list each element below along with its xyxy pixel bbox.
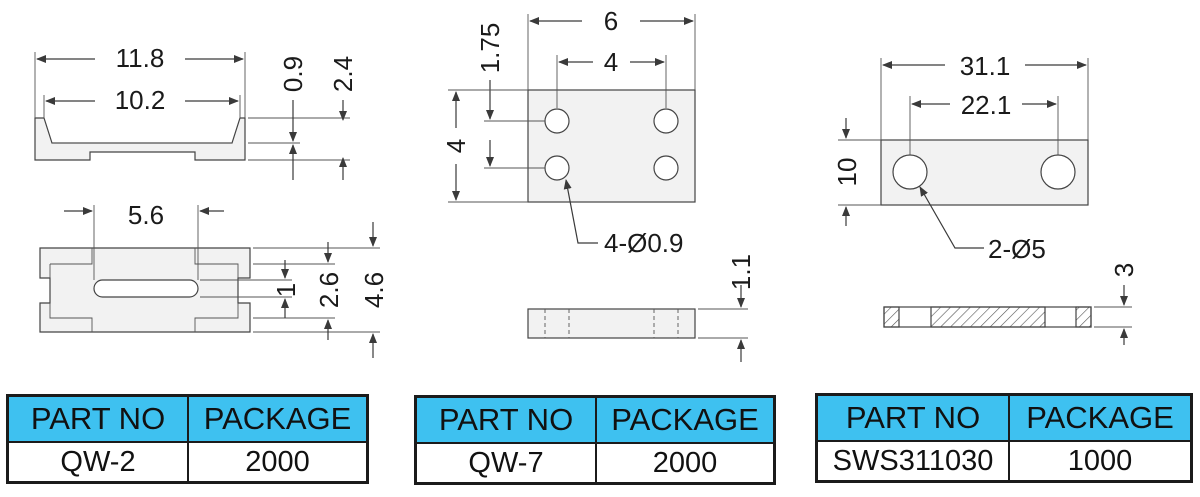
dim-label: 10.2 — [115, 85, 166, 115]
dim-label: 2-Ø5 — [988, 234, 1046, 264]
qw7-top-view: 6 4 1.75 4 4-Ø0.9 — [441, 6, 696, 258]
part-no-value: SWS311030 — [815, 440, 1010, 483]
package-value: 1000 — [1008, 440, 1193, 483]
part-no-header: PART NO — [414, 395, 597, 444]
qw2-top-view: 5.6 1 2.6 4.6 — [39, 200, 389, 358]
dim-label: 4.6 — [359, 272, 389, 308]
dim-label: 10 — [832, 158, 862, 187]
dim-label: 3 — [1109, 263, 1139, 277]
sws-top-view: 31.1 22.1 10 2-Ø5 — [832, 51, 1089, 264]
part-table: PART NO PACKAGE SWS311030 1000 — [815, 393, 1193, 483]
sws-side-view: 3 — [883, 263, 1139, 345]
dim-label: 1 — [271, 283, 301, 297]
qw2-side-view: 11.8 10.2 0.9 2.4 — [34, 43, 358, 180]
dim-label: 22.1 — [961, 90, 1012, 120]
dim-label: 2.6 — [314, 272, 344, 308]
dim-label: 4 — [604, 47, 618, 77]
dim-label: 2.4 — [328, 56, 358, 92]
dim-label: 4 — [441, 139, 471, 153]
sws-hole — [1040, 154, 1076, 190]
dim-label: 11.8 — [116, 43, 165, 73]
part-table: PART NO PACKAGE QW-2 2000 — [6, 394, 369, 484]
dim-label: 1.1 — [726, 254, 756, 290]
qw7-plate — [527, 89, 696, 203]
qw2-profile — [34, 117, 246, 161]
qw7-side-plate — [527, 308, 696, 339]
part-table: PART NO PACKAGE QW-7 2000 — [414, 395, 776, 485]
package-header: PACKAGE — [187, 394, 369, 443]
qw7-hole — [653, 108, 679, 134]
part-no-header: PART NO — [815, 393, 1010, 442]
qw7-hole — [653, 155, 679, 181]
technical-drawing: 11.8 10.2 0.9 2.4 5.6 — [34, 6, 1139, 362]
qw7-side-view: 1.1 — [527, 254, 756, 362]
dim-label: 1.75 — [475, 23, 505, 74]
dim-label: 6 — [604, 6, 618, 36]
dim-label: 0.9 — [278, 56, 308, 92]
package-header: PACKAGE — [1008, 393, 1193, 442]
package-header: PACKAGE — [595, 395, 776, 444]
package-value: 2000 — [595, 442, 776, 485]
part-no-value: QW-7 — [414, 442, 597, 485]
qw2-slot — [93, 279, 199, 298]
dim-label: 5.6 — [128, 200, 164, 230]
sws-hole — [892, 154, 928, 190]
part-no-header: PART NO — [6, 394, 189, 443]
dim-label: 4-Ø0.9 — [604, 228, 684, 258]
part-no-value: QW-2 — [6, 441, 189, 484]
package-value: 2000 — [187, 441, 369, 484]
dim-label: 31.1 — [960, 51, 1011, 81]
qw7-hole — [544, 108, 570, 134]
qw7-hole — [544, 155, 570, 181]
